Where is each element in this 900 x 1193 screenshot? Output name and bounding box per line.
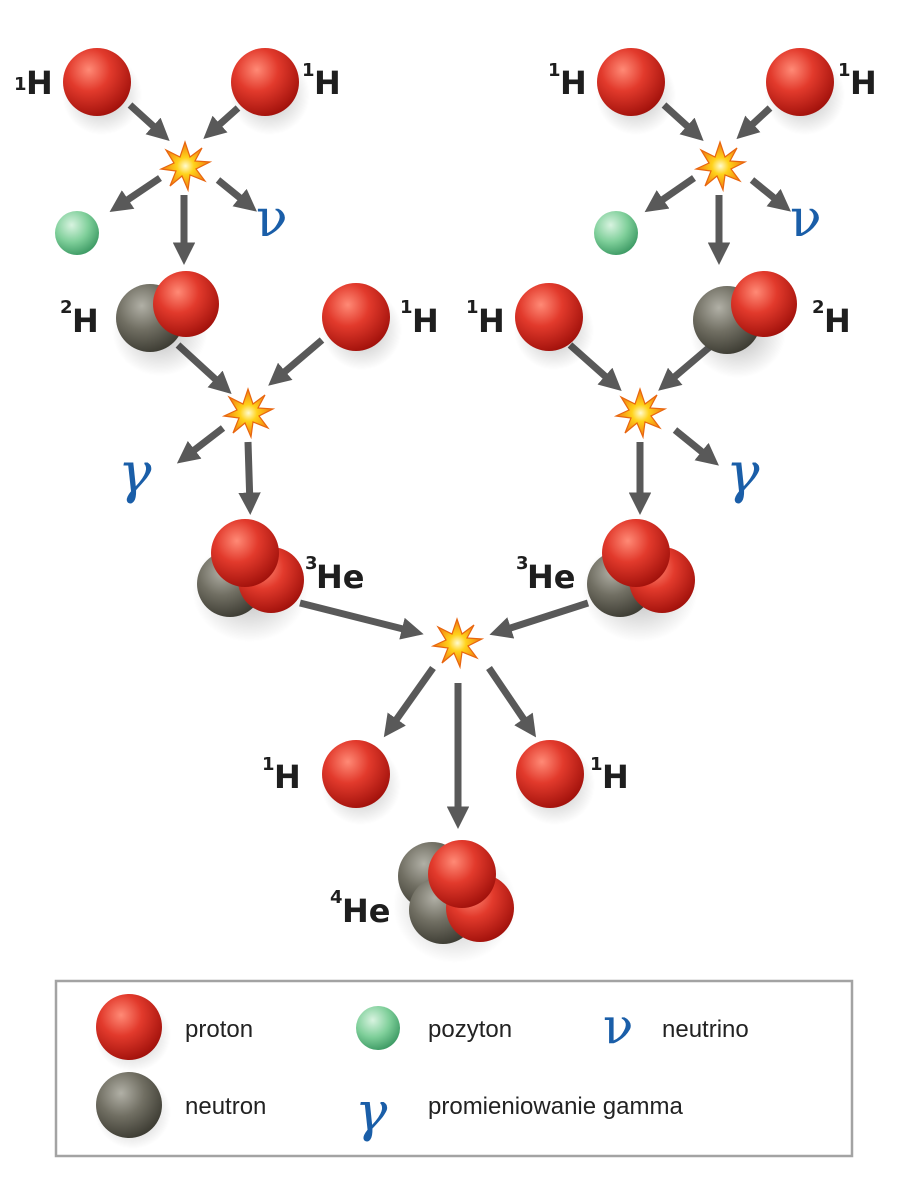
gamma-symbol-right: γ [726, 441, 760, 506]
legend-positron-label: pozyton [428, 1016, 512, 1043]
proton-top-left-1 [62, 48, 142, 135]
label-h1: H [850, 64, 877, 102]
label-h1: H [602, 758, 629, 796]
proton-output-left [321, 740, 401, 825]
arrow-right-neutrino-out [749, 177, 791, 212]
label-h1-mass: 1 [14, 74, 27, 95]
label-h1-mass: 1 [838, 60, 851, 81]
helium4 [393, 840, 517, 963]
neutrino-symbol-right: ν [790, 189, 822, 249]
arrow-right-gamma-out [672, 427, 719, 466]
label-h2: H [824, 302, 851, 340]
legend-neutron-swatch [96, 1072, 162, 1138]
proton-top-right-1 [596, 48, 676, 135]
arrow-left-proton-in [268, 337, 325, 386]
arrow-right-he3-in [489, 599, 590, 639]
arrow-left-he3-in [299, 599, 424, 640]
arrow-left-neutrino-out [215, 177, 257, 212]
label-h1-mass: 1 [400, 297, 413, 318]
arrow-right-positron-out [644, 175, 696, 213]
legend-positron-swatch [356, 1006, 400, 1050]
proton-right-stage-2 [514, 283, 594, 370]
arrow-proton-out-left [383, 665, 436, 738]
label-he3-mass: 3 [516, 553, 529, 574]
label-h1: H [560, 64, 587, 102]
legend: proton neutron pozyton γ promieniowanie … [54, 979, 854, 1158]
arrow-left-h1b-in [203, 105, 241, 139]
proton-top-right-2 [765, 48, 845, 135]
label-he4: He [342, 892, 390, 930]
proton-left-stage-2 [322, 283, 402, 370]
label-h2: H [72, 302, 99, 340]
neutrino-symbol-left: ν [256, 189, 288, 249]
label-h1-mass: 1 [466, 297, 479, 318]
fusion-burst-right-2 [615, 388, 666, 438]
legend-proton-swatch [96, 994, 162, 1060]
arrow-proton-out-right [486, 666, 537, 738]
fusion-burst-final [432, 618, 483, 668]
label-h1: H [26, 64, 53, 102]
label-he4-mass: 4 [330, 887, 343, 908]
positron-left [55, 211, 99, 255]
positron-right [594, 211, 638, 255]
reaction-arrows [109, 102, 791, 829]
label-h2-mass: 2 [812, 297, 825, 318]
arrow-right-h1b-in [736, 105, 773, 140]
arrow-left-positron-out [109, 175, 162, 213]
arrow-left-gamma-out [176, 425, 226, 464]
label-he3-mass: 3 [305, 553, 318, 574]
arrow-left-he3-out [238, 441, 261, 515]
deuterium-right [690, 271, 797, 378]
legend-gamma-label: promieniowanie gamma [428, 1093, 683, 1120]
label-h1-mass: 1 [590, 754, 603, 775]
fusion-burst-right-1 [695, 141, 746, 191]
legend-neutron-label: neutron [185, 1093, 266, 1120]
label-he3: He [316, 558, 364, 596]
deuterium-left [112, 271, 219, 376]
label-h1-mass: 1 [548, 60, 561, 81]
legend-gamma-symbol: γ [355, 1080, 388, 1143]
legend-neutrino-label: neutrino [662, 1016, 749, 1043]
helium3-left [192, 519, 308, 642]
fusion-burst-left-1 [160, 141, 211, 191]
label-h1: H [478, 302, 505, 340]
label-h2-mass: 2 [60, 297, 73, 318]
helium3-right [582, 519, 698, 642]
label-h1: H [274, 758, 301, 796]
label-h1: H [314, 64, 341, 102]
label-h1-mass: 1 [302, 60, 315, 81]
gamma-symbol-left: γ [118, 441, 152, 506]
proton-output-right [515, 740, 595, 825]
legend-proton-label: proton [185, 1016, 253, 1043]
legend-neutrino-symbol: ν [603, 997, 633, 1055]
label-h1-mass: 1 [262, 754, 275, 775]
proton-top-left-2 [230, 48, 310, 135]
legend-box [54, 979, 854, 1158]
label-h1: H [412, 302, 439, 340]
fusion-burst-left-2 [223, 388, 274, 438]
label-he3: He [527, 558, 575, 596]
